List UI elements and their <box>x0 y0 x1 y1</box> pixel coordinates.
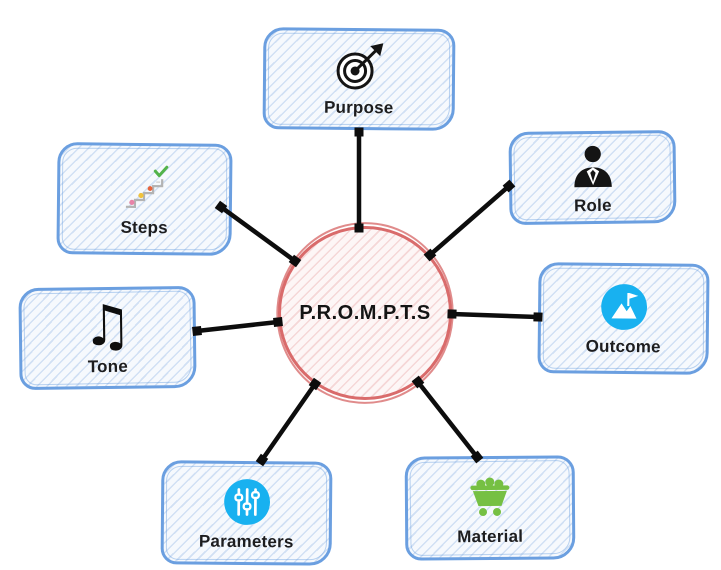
node-label: Parameters <box>198 531 294 551</box>
node-label: Role <box>573 195 612 216</box>
node-label: Steps <box>120 217 168 237</box>
node-purpose: Purpose <box>262 27 456 131</box>
node-label: Outcome <box>585 336 661 357</box>
node-parameters: Parameters <box>160 460 333 566</box>
node-label: Purpose <box>323 97 394 117</box>
sliders-icon <box>221 474 271 528</box>
node-tone: ♫ Tone <box>18 285 197 391</box>
node-label: Material <box>457 526 524 546</box>
node-material: Material <box>404 455 576 561</box>
mountain-flag-icon <box>598 280 649 335</box>
center-label: P.R.O.M.P.T.S <box>299 301 431 324</box>
node-role: Role <box>508 129 677 226</box>
music-notes-icon: ♫ <box>81 293 133 359</box>
node-label: Tone <box>87 356 129 376</box>
target-dart-icon <box>333 40 385 94</box>
staircase-icon <box>118 160 171 215</box>
center-node: P.R.O.M.P.T.S <box>278 226 452 400</box>
mine-cart-icon <box>466 469 514 523</box>
node-steps: Steps <box>56 142 233 256</box>
node-outcome: Outcome <box>537 262 710 375</box>
businessperson-icon <box>569 139 616 194</box>
